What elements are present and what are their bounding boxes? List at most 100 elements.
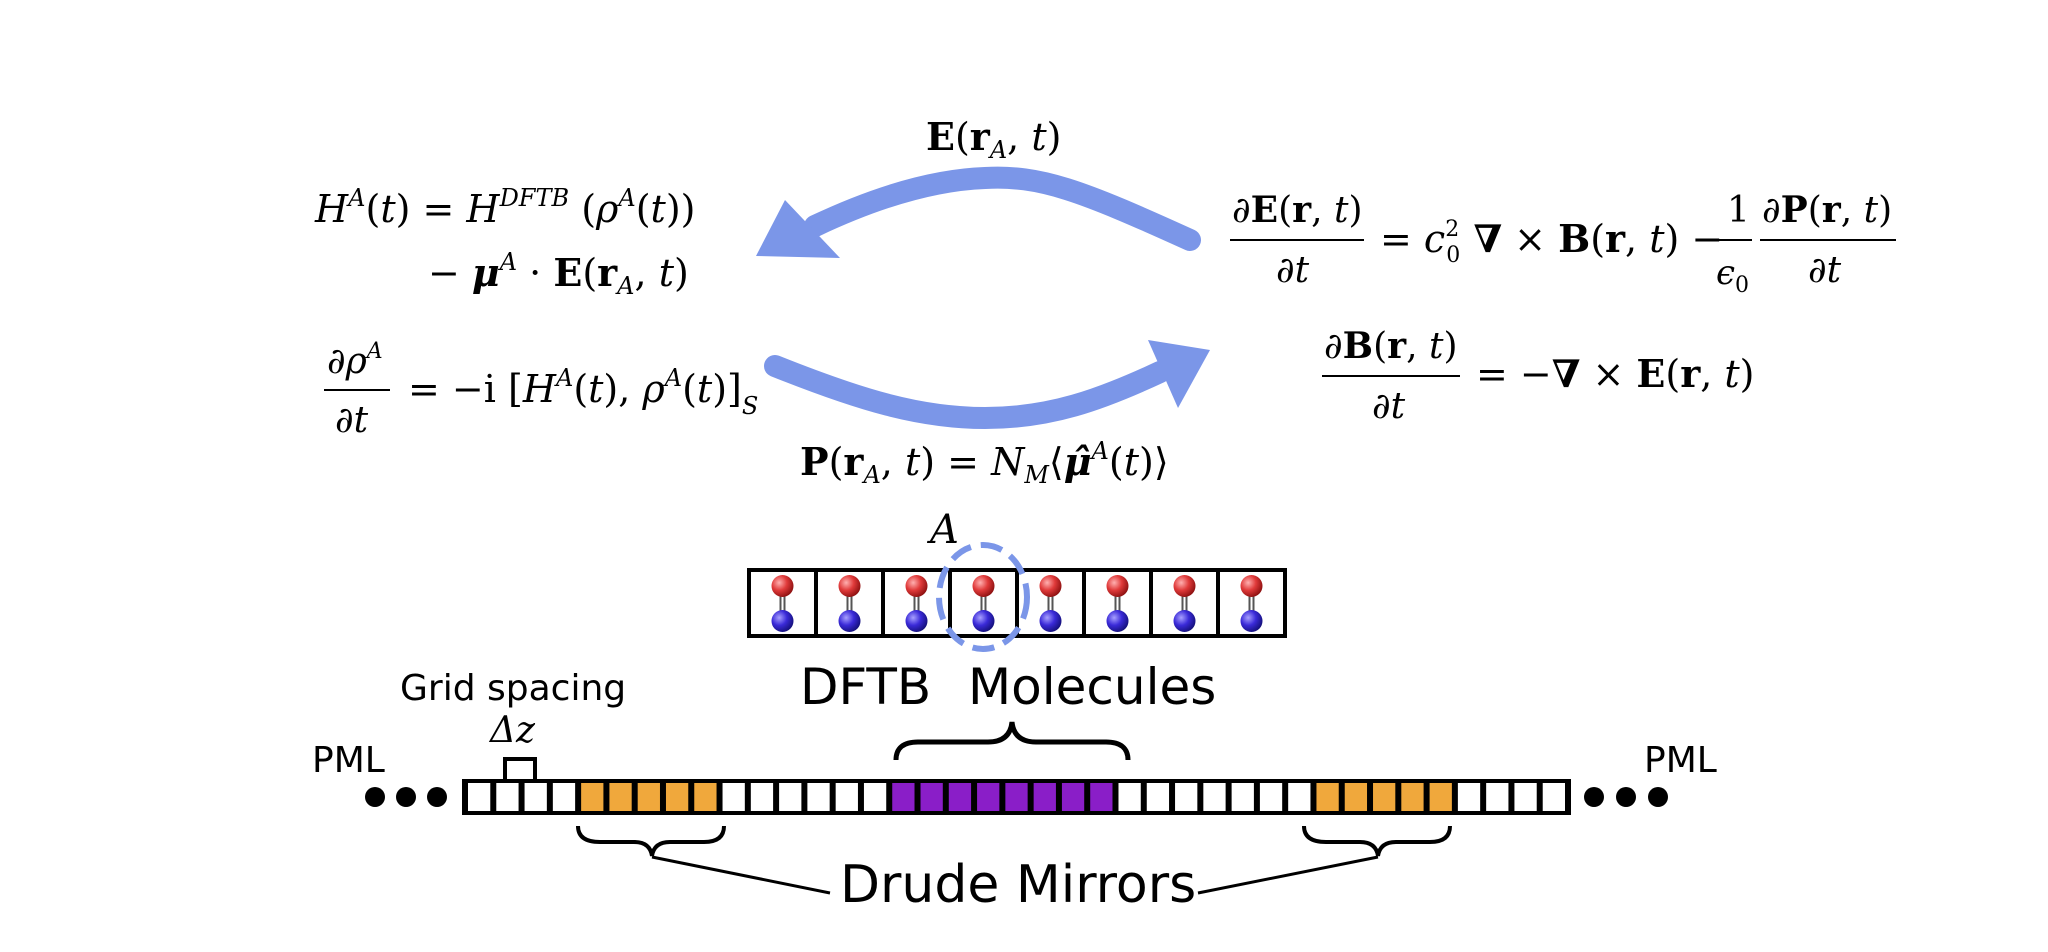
- grid-cell-vacuum: [807, 783, 830, 811]
- molecule-cell: [881, 570, 928, 636]
- pml-dots-right: [1584, 787, 1668, 807]
- grid-spacing-label: Grid spacing: [400, 668, 626, 709]
- grid-cell-mirror: [694, 783, 717, 811]
- atom-top: [905, 575, 928, 597]
- equation-liouville: ∂ρA ∂t = −i [HA(t), ρA(t)]S: [324, 339, 758, 441]
- grid-cell-mirror: [581, 783, 604, 811]
- grid-cell-mirror: [1316, 783, 1339, 811]
- grid-cell-molecule: [1005, 783, 1028, 811]
- grid-cell-molecule: [892, 783, 915, 811]
- grid-cell-molecule: [948, 783, 972, 811]
- atom-bottom: [1240, 610, 1263, 632]
- equation-field-coupling: E(rA, t): [926, 114, 1061, 164]
- mirror-brace-left: [576, 825, 726, 857]
- equation-polarization: P(rA, t) = NM⟨μ̂A(t)⟩: [800, 437, 1169, 489]
- atom-bottom: [771, 610, 794, 632]
- grid-cell-mirror: [665, 783, 689, 811]
- pml-dot: [396, 787, 416, 807]
- equation-hamiltonian: HA(t) = HDFTB (ρA(t)) − μA · E(rA, t): [314, 184, 695, 300]
- pml-dot: [1648, 787, 1668, 807]
- svg-text:= −∇ × E(r, t): = −∇ × E(r, t): [1476, 351, 1755, 396]
- grid-cell-vacuum: [1542, 783, 1565, 811]
- svg-text:∂E(r, t): ∂E(r, t): [1232, 189, 1363, 231]
- atom-top: [1173, 575, 1196, 597]
- atom-top: [1240, 575, 1263, 597]
- molecule-cell: [948, 570, 995, 636]
- grid-cell-mirror: [609, 783, 632, 811]
- pml-dot: [427, 787, 447, 807]
- svg-text:∂t: ∂t: [1276, 250, 1310, 291]
- drude-mirrors-label: Drude Mirrors: [840, 855, 1196, 915]
- svg-text:∂P(r, t): ∂P(r, t): [1762, 189, 1892, 231]
- molecule-cell: [814, 570, 861, 636]
- grid-cell-vacuum: [863, 783, 887, 811]
- simulation-grid: [462, 779, 1571, 815]
- pml-dots-left: [365, 787, 447, 807]
- grid-cell-vacuum: [1203, 783, 1226, 811]
- mirror-brace-right: [1302, 825, 1452, 857]
- pml-right-label: PML: [1644, 740, 1717, 781]
- mirror-pointer-left: [651, 855, 831, 895]
- svg-text:1: 1: [1727, 190, 1750, 231]
- molecule-cell: [1082, 570, 1129, 636]
- svg-text:∂t: ∂t: [1372, 386, 1406, 427]
- grid-cell-vacuum: [496, 783, 519, 811]
- svg-text:ϵ0: ϵ0: [1716, 253, 1749, 298]
- svg-text:= c20 ∇ × B(r, t) −: = c20 ∇ × B(r, t) −: [1380, 216, 1723, 268]
- selected-molecule-highlight: [936, 542, 1030, 652]
- arrow-molecule-to-field: [764, 340, 1210, 430]
- grid-cell-vacuum: [1146, 783, 1170, 811]
- mirror-pointer-right: [1197, 855, 1379, 895]
- grid-cell-mirror: [1429, 783, 1452, 811]
- atom-top: [771, 575, 794, 597]
- grid-cell-vacuum: [1486, 783, 1509, 811]
- grid-cell-vacuum: [722, 783, 745, 811]
- pml-dot: [1584, 787, 1604, 807]
- grid-cell-mirror: [1344, 783, 1368, 811]
- atom-top: [1039, 575, 1062, 597]
- grid-cell-mirror: [1401, 783, 1424, 811]
- atom-bottom: [1106, 610, 1129, 632]
- grid-cell-mirror: [1373, 783, 1396, 811]
- molecule-cell: [771, 575, 794, 632]
- atom-bottom: [1039, 610, 1062, 632]
- hamiltonian-line1: HA(t) = HDFTB (ρA(t)): [314, 184, 695, 231]
- grid-cell-vacuum: [1457, 783, 1481, 811]
- grid-cell-vacuum: [1175, 783, 1198, 811]
- molecule-cell: [1216, 570, 1263, 636]
- selected-molecule-label: A: [926, 507, 959, 553]
- svg-text:P(rA, t) = NM⟨μ̂A(t)⟩: P(rA, t) = NM⟨μ̂A(t)⟩: [800, 437, 1169, 489]
- grid-cell-vacuum: [1514, 783, 1537, 811]
- grid-cell-vacuum: [779, 783, 802, 811]
- arrow-field-to-molecule: [756, 166, 1201, 258]
- grid-cell-molecule: [1090, 783, 1113, 811]
- atom-top: [972, 575, 995, 597]
- dftb-label: DFTB: [800, 658, 931, 716]
- grid-spacing-bracket: [503, 757, 537, 786]
- atom-top: [838, 575, 861, 597]
- svg-text:= −i [HA(t), ρA(t)]S: = −i [HA(t), ρA(t)]S: [408, 364, 758, 420]
- svg-text:∂B(r, t): ∂B(r, t): [1324, 325, 1457, 367]
- grid-cell-molecule: [1033, 783, 1056, 811]
- grid-cell-vacuum: [1118, 783, 1141, 811]
- atom-bottom: [838, 610, 861, 632]
- grid-cell-vacuum: [552, 783, 576, 811]
- molecules-brace: [893, 721, 1131, 761]
- pml-left-label: PML: [312, 740, 385, 781]
- grid-cell-mirror: [637, 783, 660, 811]
- grid-cell-vacuum: [1288, 783, 1311, 811]
- equation-faraday: ∂B(r, t) ∂t = −∇ × E(r, t): [1322, 325, 1755, 427]
- hamiltonian-line2: − μA · E(rA, t): [428, 248, 689, 300]
- pml-dot: [1616, 787, 1636, 807]
- svg-text:∂ρA: ∂ρA: [327, 339, 383, 382]
- delta-z-label: Δz: [488, 710, 536, 751]
- molecule-array: [747, 568, 1287, 638]
- grid-cell-molecule: [920, 783, 943, 811]
- atom-top: [1106, 575, 1129, 597]
- atom-bottom: [905, 610, 928, 632]
- grid-cell-vacuum: [1259, 783, 1283, 811]
- svg-text:∂t: ∂t: [1808, 250, 1842, 291]
- grid-cell-vacuum: [468, 783, 491, 811]
